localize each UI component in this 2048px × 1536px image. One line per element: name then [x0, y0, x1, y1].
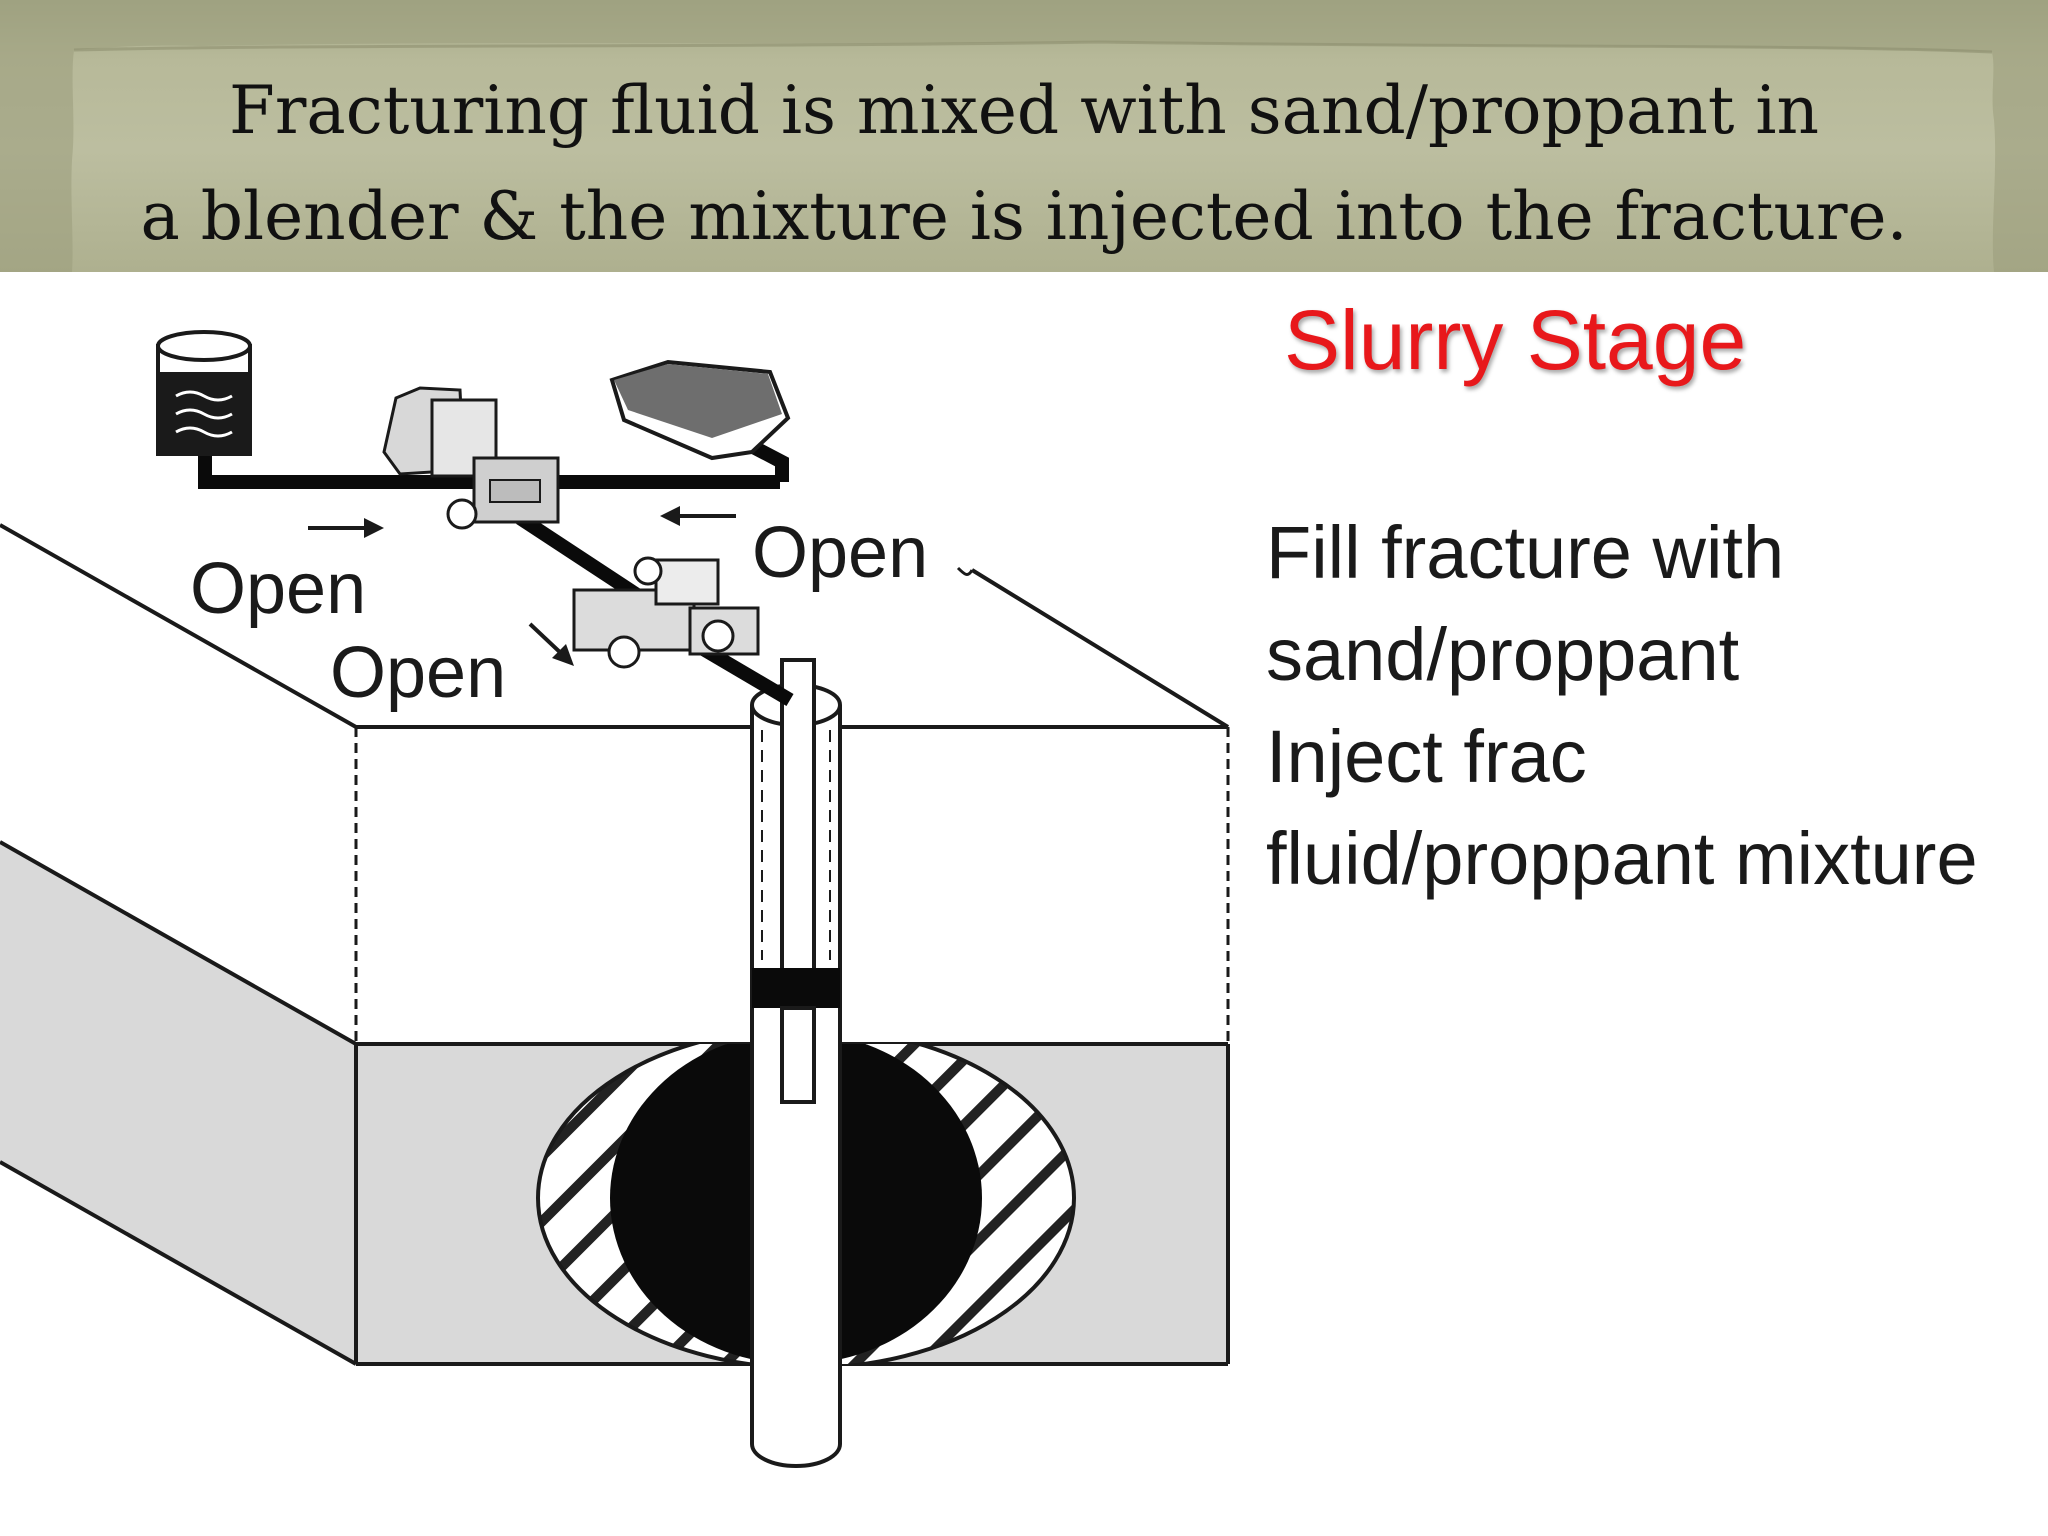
- arrow-down-icon: [528, 622, 566, 658]
- header-banner: Fracturing fluid is mixed with sand/prop…: [0, 0, 2048, 272]
- wellbore: [750, 658, 842, 1468]
- fluid-tank-icon: [156, 330, 252, 456]
- sand-pile-icon: [609, 359, 791, 461]
- stage-description: Fill fracture with sand/proppant Inject …: [1266, 502, 1978, 910]
- header-text: Fracturing fluid is mixed with sand/prop…: [0, 58, 2048, 270]
- stage-title: Slurry Stage: [1284, 293, 1747, 387]
- description-line-4: fluid/proppant mixture: [1266, 817, 1978, 900]
- packer: [752, 968, 840, 1008]
- fracturing-diagram: [0, 330, 1230, 1468]
- flow-arrows: [308, 506, 974, 666]
- pump-truck-icon: [572, 556, 760, 669]
- description-line-1: Fill fracture with: [1266, 511, 1785, 594]
- open-label-left: Open: [190, 549, 367, 629]
- open-label-right: Open: [752, 513, 929, 593]
- torn-paper-frame: [0, 0, 2048, 272]
- open-label-bottom: Open: [330, 633, 507, 713]
- description-line-2: sand/proppant: [1266, 613, 1740, 696]
- header-line-1: Fracturing fluid is mixed with sand/prop…: [229, 72, 1819, 149]
- header-line-2: a blender & the mixture is injected into…: [140, 178, 1908, 255]
- description-line-3: Inject frac: [1266, 715, 1587, 798]
- blender-truck-icon: [382, 386, 560, 530]
